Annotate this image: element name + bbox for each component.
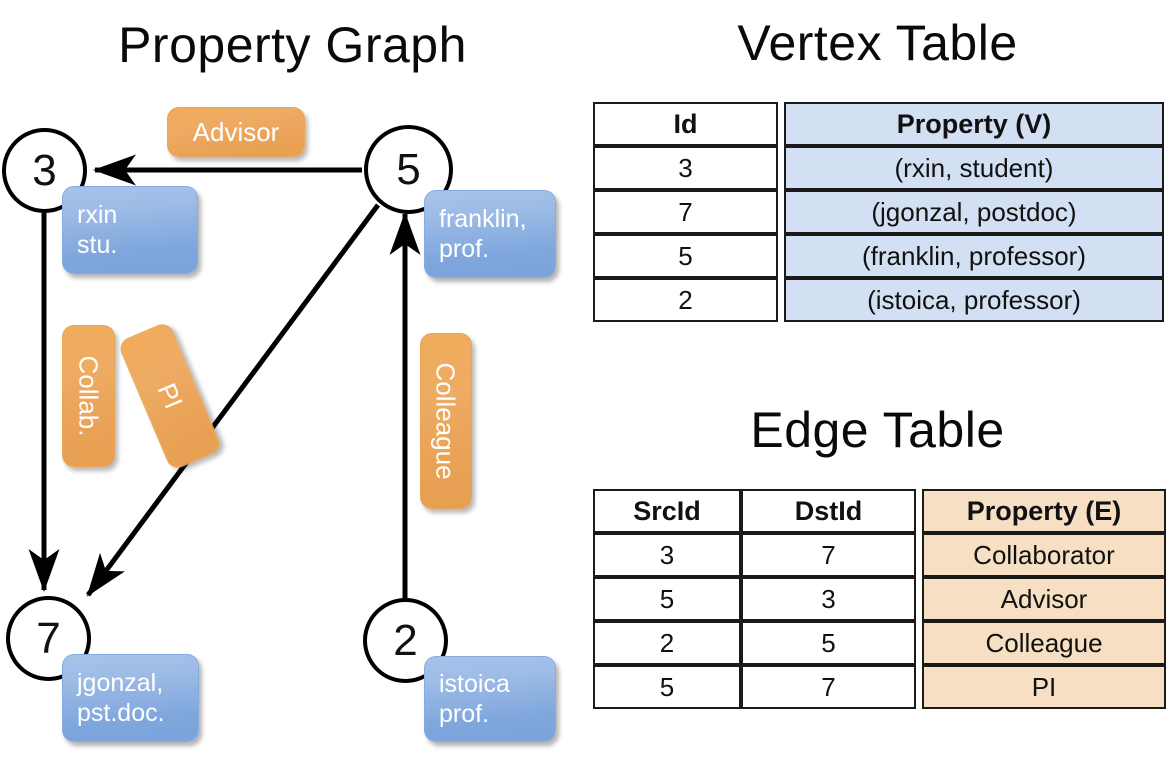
vertex-row-2-id: 5 <box>593 234 778 278</box>
edge-row-3-src: 5 <box>593 665 741 709</box>
graph-edge-label-collab-text: Collab. <box>73 355 104 437</box>
vertex-table-header-id: Id <box>593 102 778 146</box>
edge-table-column-gap <box>916 665 922 709</box>
edge-row-1-src: 5 <box>593 577 741 621</box>
vertex-row-2-property: (franklin, professor) <box>784 234 1164 278</box>
table-row[interactable]: 3 7 Collaborator <box>593 533 1166 577</box>
edge-table: SrcId DstId Property (E) 3 7 Collaborato… <box>593 489 1166 709</box>
graph-edge-label-colleague-text: Colleague <box>431 362 461 480</box>
vertex-table-column-gap <box>778 190 784 234</box>
graph-node-3-property-line-1: rxin <box>77 200 118 229</box>
graph-node-2-property-line-1: istoica <box>439 669 510 698</box>
page-title-property-graph: Property Graph <box>118 17 467 73</box>
graph-edge-label-pi-text: PI <box>151 378 189 414</box>
vertex-table-column-gap <box>778 146 784 190</box>
graph-edge-label-pi: PI <box>116 320 224 472</box>
edge-table-header-row: SrcId DstId Property (E) <box>593 489 1166 533</box>
graph-node-2-label: 2 <box>393 615 418 665</box>
graph-node-7-property-callout: jgonzal, pst.doc. <box>62 654 199 742</box>
graph-node-2-property-line-2: prof. <box>439 700 490 728</box>
vertex-row-1-property: (jgonzal, postdoc) <box>784 190 1164 234</box>
vertex-row-3-property: (istoica, professor) <box>784 278 1164 322</box>
vertex-row-1-id: 7 <box>593 190 778 234</box>
edge-table-header-dstid: DstId <box>741 489 916 533</box>
table-row[interactable]: 5 (franklin, professor) <box>593 234 1164 278</box>
graph-edge-label-advisor: Advisor <box>167 107 305 157</box>
edge-table-column-gap <box>916 577 922 621</box>
table-row[interactable]: 2 5 Colleague <box>593 621 1166 665</box>
edge-table-column-gap <box>916 489 922 533</box>
graph-edge-label-collab: Collab. <box>62 325 115 467</box>
graph-node-2[interactable]: 2 <box>363 598 448 683</box>
table-row[interactable]: 3 (rxin, student) <box>593 146 1164 190</box>
table-row[interactable]: 5 3 Advisor <box>593 577 1166 621</box>
graph-node-5-property-callout: franklin, prof. <box>424 190 556 278</box>
edge-row-2-property: Colleague <box>922 621 1166 665</box>
vertex-row-0-id: 3 <box>593 146 778 190</box>
vertex-table-column-gap <box>778 278 784 322</box>
table-row[interactable]: 7 (jgonzal, postdoc) <box>593 190 1164 234</box>
page-title-vertex-table: Vertex Table <box>737 15 1018 71</box>
edge-row-1-dst: 3 <box>741 577 916 621</box>
graph-node-5-property-line-2: prof. <box>439 235 490 263</box>
edge-table-column-gap <box>916 621 922 665</box>
vertex-table: Id Property (V) 3 (rxin, student) 7 (jgo… <box>593 102 1164 322</box>
page-title-edge-table: Edge Table <box>750 402 1005 458</box>
table-row[interactable]: 2 (istoica, professor) <box>593 278 1164 322</box>
graph-edge-label-colleague: Colleague <box>420 333 472 509</box>
vertex-table-header-property: Property (V) <box>784 102 1164 146</box>
edge-row-3-property: PI <box>922 665 1166 709</box>
vertex-row-3-id: 2 <box>593 278 778 322</box>
vertex-row-0-property: (rxin, student) <box>784 146 1164 190</box>
graph-node-5-property-line-1: franklin, <box>439 204 527 233</box>
graph-node-3-property-callout: rxin stu. <box>62 186 198 274</box>
graph-node-3-property-line-2: stu. <box>77 231 118 259</box>
graph-node-5-label: 5 <box>396 144 421 194</box>
edge-row-0-property: Collaborator <box>922 533 1166 577</box>
edge-row-0-dst: 7 <box>741 533 916 577</box>
edge-row-2-dst: 5 <box>741 621 916 665</box>
table-row[interactable]: 5 7 PI <box>593 665 1166 709</box>
graph-node-7-property-line-1: jgonzal, <box>77 668 164 697</box>
property-graph-diagram: 3 5 7 2 rxin stu. franklin, prof. jgonza… <box>2 107 556 742</box>
edge-row-0-src: 3 <box>593 533 741 577</box>
vertex-table-column-gap <box>778 102 784 146</box>
graph-node-7-label: 7 <box>36 613 61 663</box>
edge-row-3-dst: 7 <box>741 665 916 709</box>
graph-node-2-property-callout: istoica prof. <box>424 656 556 742</box>
edge-row-1-property: Advisor <box>922 577 1166 621</box>
vertex-table-column-gap <box>778 234 784 278</box>
graph-node-7-property-line-2: pst.doc. <box>77 699 165 727</box>
edge-row-2-src: 2 <box>593 621 741 665</box>
edge-table-header-srcid: SrcId <box>593 489 741 533</box>
graph-edge-label-advisor-text: Advisor <box>192 117 280 147</box>
vertex-table-header-row: Id Property (V) <box>593 102 1164 146</box>
edge-table-header-property: Property (E) <box>922 489 1166 533</box>
edge-table-column-gap <box>916 533 922 577</box>
graph-node-3-label: 3 <box>32 145 57 195</box>
